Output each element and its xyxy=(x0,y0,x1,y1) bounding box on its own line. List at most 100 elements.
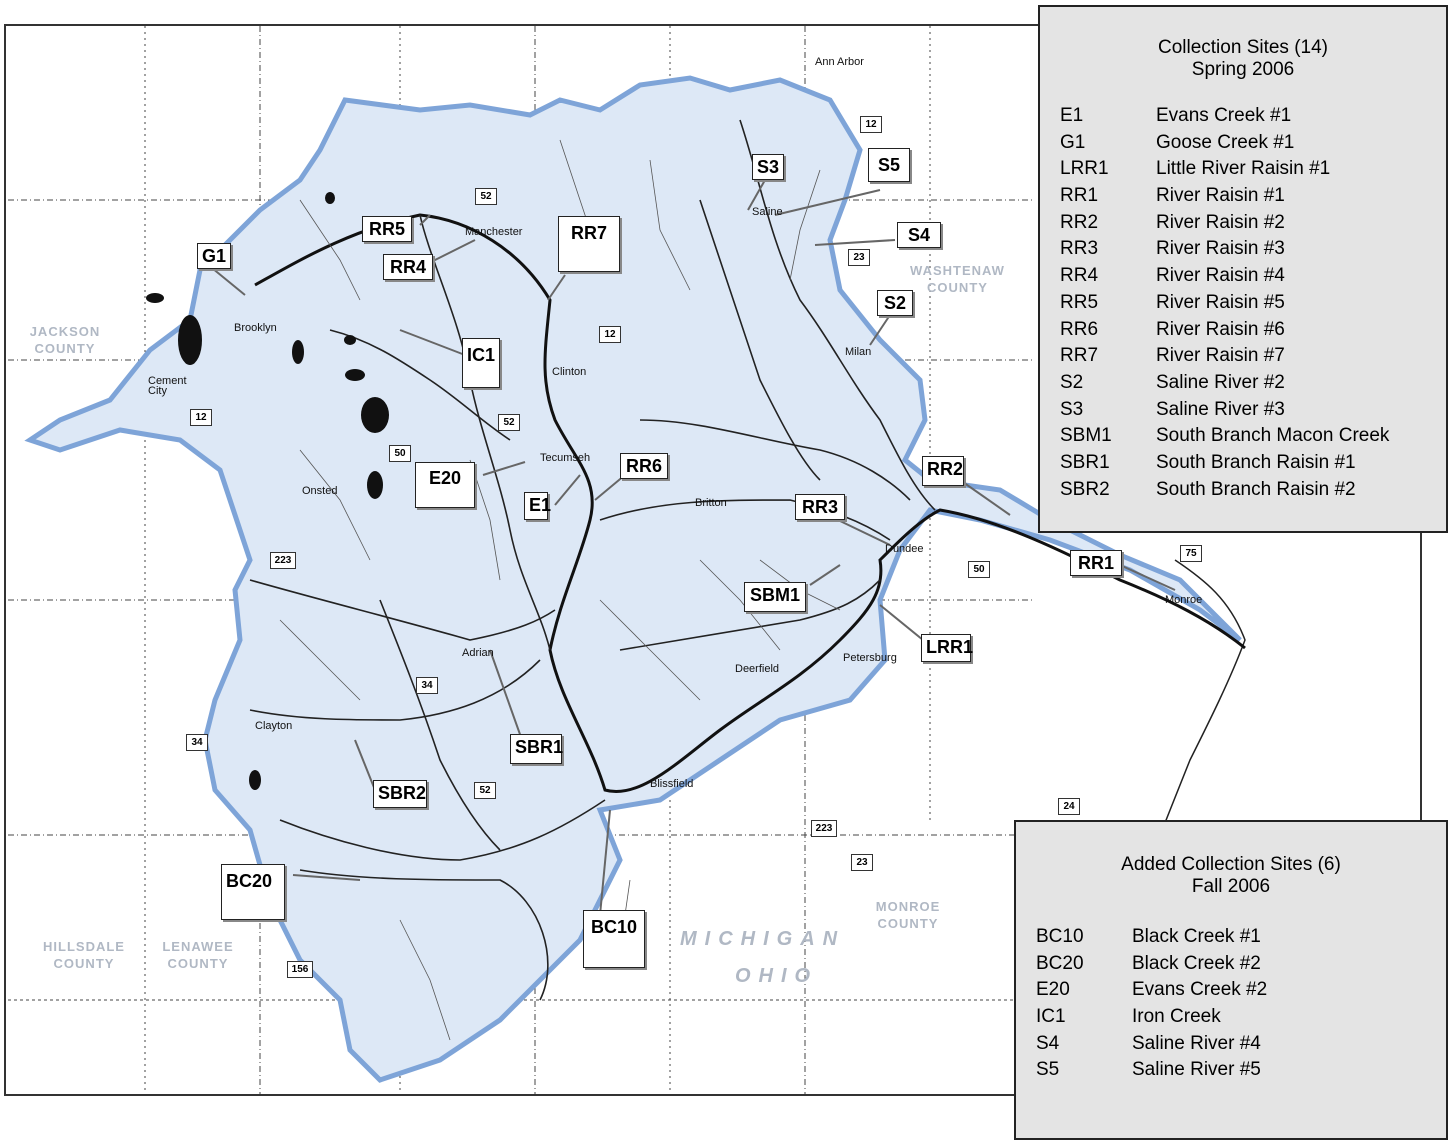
site-label-sbm1: SBM1 xyxy=(744,582,806,612)
state-label-michigan: MICHIGAN xyxy=(680,928,846,950)
highway-shield: 223 xyxy=(270,552,296,569)
place-petersburg: Petersburg xyxy=(843,652,897,664)
county-label-hillsdale: HILLSDALE COUNTY xyxy=(43,939,125,971)
legend-site-code: BC20 xyxy=(1036,952,1084,974)
site-label-g1: G1 xyxy=(197,243,231,269)
site-label-sbr2: SBR2 xyxy=(373,780,427,808)
legend-fall: Added Collection Sites (6) Fall 2006 BC1… xyxy=(1014,820,1448,1140)
site-label-s2: S2 xyxy=(877,290,913,316)
highway-shield: 12 xyxy=(599,326,621,343)
legend-site-code: S3 xyxy=(1060,398,1084,420)
legend-site-code: LRR1 xyxy=(1060,158,1109,180)
place-manchester: Manchester xyxy=(465,226,523,238)
legend-site-code: S5 xyxy=(1036,1059,1060,1081)
place-deerfield: Deerfield xyxy=(735,663,780,675)
site-label-s5: S5 xyxy=(868,148,910,182)
highway-shield: 50 xyxy=(389,445,411,462)
legend-site-name: Saline River #2 xyxy=(1156,371,1285,393)
legend-site-code: S2 xyxy=(1060,371,1084,393)
highway-shield: 52 xyxy=(474,782,496,799)
legend-site-name: River Raisin #7 xyxy=(1156,345,1285,367)
place-dundee: Dundee xyxy=(885,543,924,555)
legend-site-code: SBM1 xyxy=(1060,425,1112,447)
county-label-lenawee: LENAWEE COUNTY xyxy=(162,939,234,971)
legend-site-code: RR6 xyxy=(1060,318,1099,340)
highway-shield: 12 xyxy=(860,116,882,133)
place-britton: Britton xyxy=(695,497,727,509)
legend-row: BC10 Black Creek #1 xyxy=(1036,926,1453,953)
site-label-rr2: RR2 xyxy=(922,456,964,486)
site-label-bc10: BC10 xyxy=(583,910,645,968)
county-label-washtenaw: WASHTENAW COUNTY xyxy=(910,263,1005,295)
legend-site-name: Black Creek #1 xyxy=(1132,926,1261,947)
highway-shield: 50 xyxy=(968,561,990,578)
site-label-e20: E20 xyxy=(415,462,475,508)
legend-site-name: Saline River #3 xyxy=(1156,398,1285,420)
site-label-rr5: RR5 xyxy=(362,216,412,242)
place-cement-city: Cement City xyxy=(148,375,187,397)
legend-row: IC1 Iron Creek xyxy=(1036,1006,1453,1033)
legend-row: BC20 Black Creek #2 xyxy=(1036,953,1453,980)
legend-site-name: River Raisin #4 xyxy=(1156,265,1285,287)
place-adrian: Adrian xyxy=(462,647,494,659)
highway-shield: 75 xyxy=(1180,545,1202,562)
site-label-rr4: RR4 xyxy=(383,254,433,280)
site-label-sbr1: SBR1 xyxy=(510,734,563,764)
legend-site-name: Black Creek #2 xyxy=(1132,952,1261,974)
legend-site-code: RR3 xyxy=(1060,238,1099,260)
highway-shield: 156 xyxy=(287,961,313,978)
legend-site-name: Iron Creek xyxy=(1132,1006,1221,1028)
site-label-ic1: IC1 xyxy=(462,338,500,388)
legend-site-name: Goose Creek #1 xyxy=(1156,131,1295,153)
legend-site-code: BC10 xyxy=(1036,926,1084,947)
legend-row: RR2 River Raisin #2 xyxy=(1060,212,1453,239)
legend-spring-title: Collection Sites (14) xyxy=(1157,37,1329,58)
place-monroe: Monroe xyxy=(1165,594,1203,606)
site-label-s3: S3 xyxy=(752,154,784,180)
place-saline: Saline xyxy=(752,206,783,218)
place-brooklyn: Brooklyn xyxy=(234,322,277,334)
legend-fall-subtitle: Fall 2006 xyxy=(1191,876,1271,897)
legend-site-name: River Raisin #5 xyxy=(1156,291,1285,313)
legend-row: G1 Goose Creek #1 xyxy=(1060,132,1453,159)
legend-row: S4 Saline River #4 xyxy=(1036,1033,1453,1060)
site-label-lrr1: LRR1 xyxy=(921,634,973,662)
legend-site-code: RR5 xyxy=(1060,291,1099,313)
highway-shield: 34 xyxy=(416,677,438,694)
place-onsted: Onsted xyxy=(302,485,338,497)
legend-row: SBR2 South Branch Raisin #2 xyxy=(1060,479,1453,506)
legend-site-name: Saline River #5 xyxy=(1132,1059,1261,1081)
legend-site-code: SBR2 xyxy=(1060,478,1110,500)
site-label-rr1: RR1 xyxy=(1070,550,1122,576)
place-blissfield: Blissfield xyxy=(650,778,694,790)
site-label-rr7: RR7 xyxy=(558,216,620,272)
legend-row: S5 Saline River #5 xyxy=(1036,1059,1453,1086)
highway-shield: 52 xyxy=(498,414,520,431)
legend-site-name: Saline River #4 xyxy=(1132,1032,1261,1054)
legend-site-code: S4 xyxy=(1036,1032,1060,1054)
legend-site-code: IC1 xyxy=(1036,1006,1066,1028)
legend-site-name: River Raisin #2 xyxy=(1156,211,1285,233)
watershed-boundary xyxy=(24,75,1242,1083)
site-label-rr6: RR6 xyxy=(620,453,668,479)
highway-shield: 12 xyxy=(190,409,212,426)
legend-site-name: South Branch Raisin #2 xyxy=(1156,478,1356,500)
legend-site-name: South Branch Raisin #1 xyxy=(1156,451,1356,473)
legend-row: S2 Saline River #2 xyxy=(1060,372,1453,399)
legend-row: RR5 River Raisin #5 xyxy=(1060,292,1453,319)
legend-site-code: G1 xyxy=(1060,131,1086,153)
legend-site-code: RR2 xyxy=(1060,211,1099,233)
legend-site-code: SBR1 xyxy=(1060,451,1110,473)
site-leader-lines xyxy=(211,179,1176,916)
place-clayton: Clayton xyxy=(255,720,293,732)
